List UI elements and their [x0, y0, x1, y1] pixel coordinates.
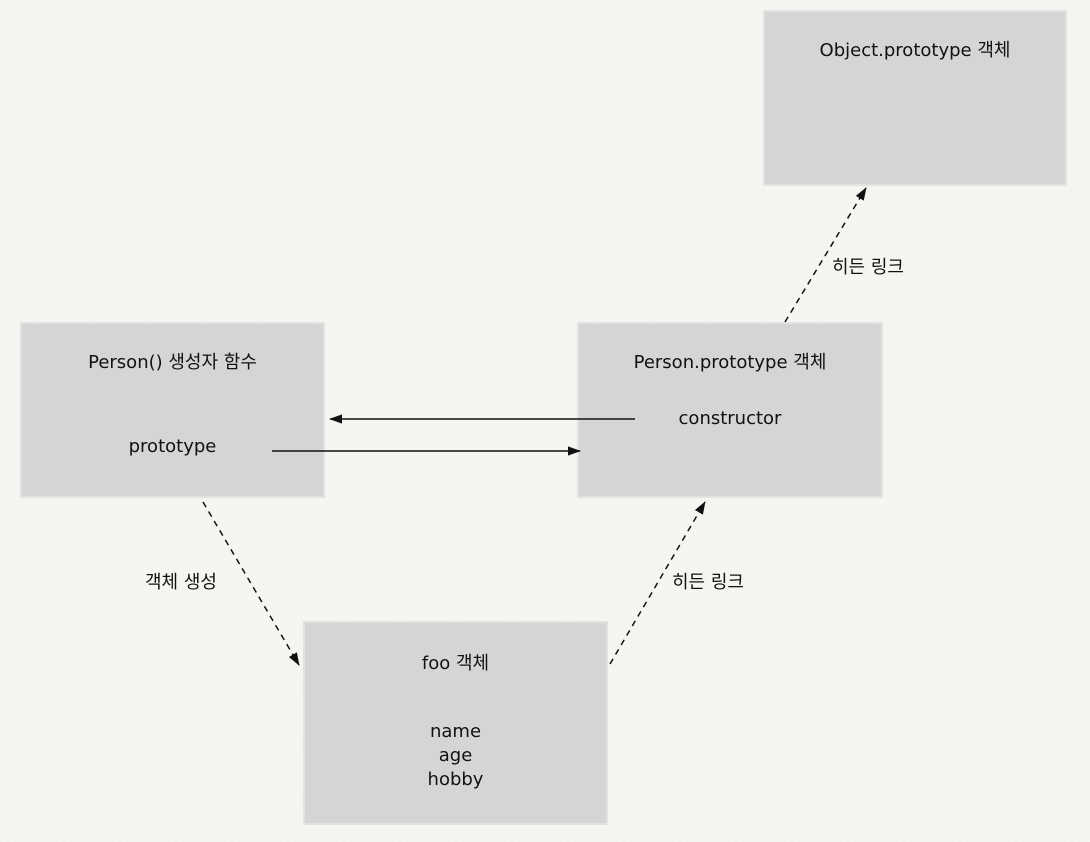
object-creation-label: 객체 생성: [145, 572, 217, 593]
constructor-property: constructor: [678, 408, 782, 429]
foo-property-age: age: [438, 745, 473, 766]
foo-object-box: foo 객체 name age hobby: [303, 621, 608, 825]
object-prototype-box: Object.prototype 객체: [763, 10, 1067, 186]
object-prototype-title: Object.prototype 객체: [819, 40, 1011, 61]
hidden-link-arrow-lower: [609, 501, 706, 665]
prototype-property: prototype: [128, 436, 217, 457]
person-prototype-title: Person.prototype 객체: [633, 352, 827, 373]
person-constructor-box: Person() 생성자 함수 prototype: [20, 322, 325, 498]
foo-property-name: name: [429, 721, 482, 742]
hidden-link-label-lower: 히든 링크: [672, 572, 744, 593]
person-constructor-title: Person() 생성자 함수: [88, 352, 257, 373]
object-creation-arrow: [202, 501, 300, 666]
foo-object-title: foo 객체: [421, 653, 490, 674]
person-prototype-box: Person.prototype 객체 constructor: [577, 322, 883, 498]
hidden-link-label-upper: 히든 링크: [832, 257, 904, 278]
hidden-link-arrow-upper: [784, 187, 867, 323]
foo-property-hobby: hobby: [427, 769, 484, 790]
